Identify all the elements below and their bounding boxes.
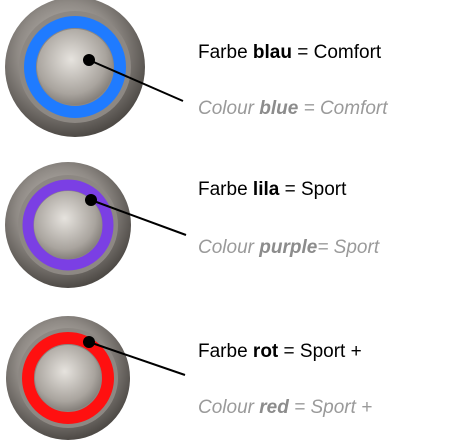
german-label: Farbe lila = Sport: [198, 179, 347, 200]
button-knob-blue: [5, 0, 184, 137]
knob-face: [34, 191, 102, 259]
legend-row-purple: Farbe lila = Sport Colour purple= Sport: [0, 143, 466, 288]
leader-line: [90, 199, 187, 236]
knob-face: [37, 29, 113, 105]
leader-line: [88, 341, 186, 376]
ring-light-purple: [22, 179, 114, 271]
button-knob-red: [6, 316, 186, 440]
legend-row-blue: Farbe blau = Comfort Colour blue = Comfo…: [0, 0, 466, 140]
english-label: Colour red = Sport +: [198, 397, 373, 418]
legend-row-red: Farbe rot = Sport + Colour red = Sport +: [0, 296, 466, 440]
ring-light-blue: [24, 16, 126, 118]
leader-line: [88, 59, 184, 102]
leader-dot: [83, 54, 95, 66]
german-label: Farbe blau = Comfort: [198, 42, 382, 63]
leader-dot: [85, 194, 97, 206]
knob-face: [35, 345, 101, 411]
leader-dot: [83, 336, 95, 348]
english-label: Colour purple= Sport: [198, 237, 380, 258]
ring-light-red: [22, 332, 114, 424]
english-label: Colour blue = Comfort: [198, 98, 388, 119]
button-knob-purple: [5, 162, 187, 288]
german-label: Farbe rot = Sport +: [198, 341, 362, 362]
